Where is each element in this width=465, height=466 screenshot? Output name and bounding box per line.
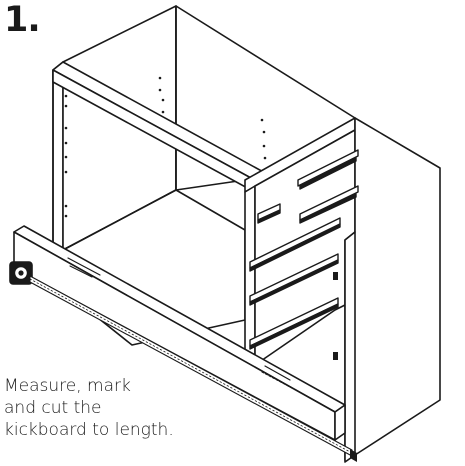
shelf-pin-holes xyxy=(64,76,267,218)
instruction-text: Measure, mark and cut the kickboard to l… xyxy=(4,375,244,441)
side-brackets xyxy=(333,272,338,360)
drawer-runner xyxy=(299,185,359,224)
instruction-line: and cut the xyxy=(4,398,102,418)
instruction-line: kickboard to length. xyxy=(4,420,174,440)
kickboard xyxy=(13,225,346,441)
right-side-panel xyxy=(344,117,441,463)
left-side-panel xyxy=(52,61,64,259)
drawer-runner xyxy=(249,217,341,272)
drawer-runner xyxy=(249,253,339,306)
step-number: 1. xyxy=(4,0,41,40)
tape-measure-icon xyxy=(9,261,33,285)
drawer-runner xyxy=(249,297,339,350)
tape-blade xyxy=(29,275,357,462)
cut-mark xyxy=(69,265,293,389)
drawer-runner xyxy=(297,149,359,190)
instruction-line: Measure, mark xyxy=(4,376,131,396)
drawer-runners xyxy=(249,149,359,350)
drawer-runner xyxy=(257,203,281,224)
